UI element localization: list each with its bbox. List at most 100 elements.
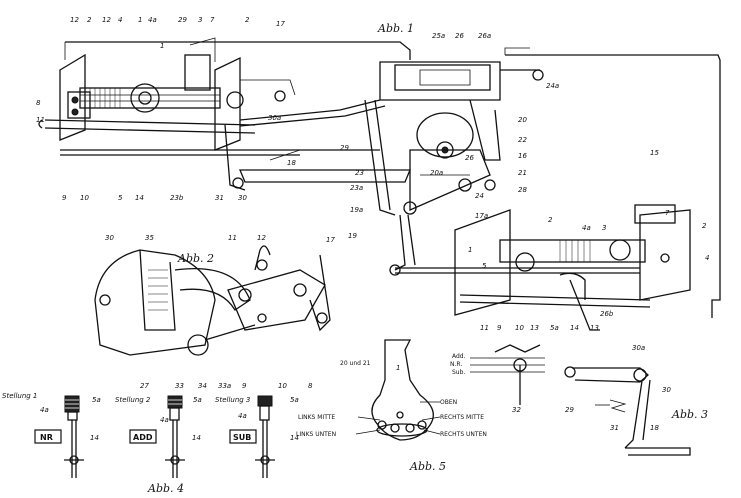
part-number-label: 7 [210, 16, 215, 24]
part-number-label: 27 [140, 382, 149, 390]
part-number-label: 14 [135, 194, 144, 202]
abb3-add-label: Add. [452, 353, 466, 360]
abb5-caption: Abb. 5 [409, 460, 446, 473]
abb4-position-1: Stellung 1 4a 5a 14 NR [2, 392, 101, 478]
abb3-sub-label: Sub. [452, 369, 465, 376]
part-number-label: 29 [340, 144, 349, 152]
part-number-label: 31 [215, 194, 224, 202]
part-number-label: 8 [308, 382, 313, 390]
figure-abb3: Add. N.R. Sub. 32 30a 30 29 31 18 Abb. 3 [450, 344, 708, 456]
part-number-label: 2 [548, 216, 553, 224]
figure-abb5: 20 und 21 1 OBEN LINKS MITTE RECHTS MITT… [296, 339, 487, 473]
part-number-label: 33a [218, 382, 231, 390]
figure-abb1: Abb. 1 12 2 12 4 1 4a 29 3 7 2 17 1 25a … [36, 16, 721, 332]
part-number-label: 5a [550, 324, 559, 332]
part-number-label: 5 [482, 262, 487, 270]
part-number-label: 30 [105, 234, 114, 242]
part-number-label: 2 [87, 16, 92, 24]
frame-plate-outline [505, 54, 721, 318]
part-number-label: 33 [175, 382, 184, 390]
part-number-label: 11 [36, 116, 45, 124]
part-number-label: 25a [432, 32, 445, 40]
part-number-label: 12 [102, 16, 111, 24]
abb3-nr-label: N.R. [450, 361, 462, 368]
part-number-label: 5 [118, 194, 123, 202]
part-number-label: 12 [257, 234, 266, 242]
abb4-box-sub [229, 429, 257, 444]
part-number-label: 35 [145, 234, 154, 242]
abb3-label-32: 32 [512, 406, 521, 414]
abb2-part-labels: 30 35 11 12 17 27 33 34 33a 9 10 8 [105, 234, 335, 390]
part-number-label: 5a [290, 396, 299, 404]
part-number-label: SUB [233, 433, 251, 442]
part-number-label: 14 [90, 434, 99, 442]
abb5-pos-rechts-mitte: RECHTS MITTE [440, 414, 484, 421]
part-number-label: 23a [350, 184, 363, 192]
part-number-label: 3 [198, 16, 202, 24]
part-number-label: 9 [497, 324, 502, 332]
abb4-position-3: Stellung 3 4a 5a 14 SUB [215, 395, 299, 478]
part-number-label: 13 [590, 324, 599, 332]
part-number-label: 8 [36, 99, 41, 107]
connecting-rod [239, 99, 381, 121]
part-number-label: 4a [40, 406, 49, 414]
part-number-label: 1 [138, 16, 142, 24]
part-number-label: 21 [518, 169, 527, 177]
part-number-label: 11 [228, 234, 237, 242]
part-number-label: 29 [565, 406, 574, 414]
part-number-label: 31 [610, 424, 619, 432]
abb4-position-2: Stellung 2 4a 5a 14 ADD [115, 395, 202, 478]
abb4-caption: Abb. 4 [147, 482, 184, 495]
top-bracket [65, 41, 411, 60]
abb1-part-labels: 12 2 12 4 1 4a 29 3 7 2 17 1 25a 26 26a … [36, 16, 709, 332]
abb3-caption: Abb. 3 [671, 408, 708, 421]
abb5-pos-rechts-unten: RECHTS UNTEN [440, 431, 487, 438]
part-number-label: 11 [480, 324, 489, 332]
part-number-label: 26 [465, 154, 474, 162]
part-number-label: 18 [650, 424, 659, 432]
part-number-label: 9 [62, 194, 67, 202]
abb4-box-add [129, 429, 157, 444]
abb5-marker: 1 [396, 364, 400, 372]
part-number-label: 4a [238, 412, 247, 420]
part-number-label: 18 [287, 159, 296, 167]
figure-abb4: Stellung 1 4a 5a 14 NR Stellung 2 4a 5a … [2, 392, 299, 495]
part-number-label: 26b [600, 310, 614, 318]
part-number-label: 3 [602, 224, 606, 232]
part-number-label: 17 [276, 20, 285, 28]
part-number-label: 5a [92, 396, 101, 404]
lower-right-assembly [389, 204, 691, 331]
part-number-label: 24 [475, 192, 484, 200]
abb5-pos-oben: OBEN [440, 399, 457, 406]
part-number-label: 29 [178, 16, 187, 24]
part-number-label: 14 [192, 434, 201, 442]
part-number-label: 26a [478, 32, 491, 40]
part-number-label: 19a [350, 206, 363, 214]
abb4-box-nr [34, 429, 62, 444]
left-carriage [38, 37, 411, 191]
part-number-label: 30 [238, 194, 247, 202]
part-number-label: 5a [193, 396, 202, 404]
part-number-label: 23 [355, 169, 364, 177]
part-number-label: 13 [530, 324, 539, 332]
part-number-label: 28 [518, 186, 527, 194]
abb2-caption: Abb. 2 [177, 252, 214, 265]
part-number-label: 10 [278, 382, 287, 390]
part-number-label: 23b [170, 194, 184, 202]
part-number-label: 30a [632, 344, 645, 352]
part-number-label: 20a [430, 169, 443, 177]
figure-abb2: Abb. 2 30 35 11 12 17 27 33 34 33a 9 10 … [94, 234, 335, 390]
part-number-label: 22 [518, 136, 527, 144]
part-number-label: ADD [133, 433, 153, 442]
part-number-label: 2 [245, 16, 250, 24]
part-number-label: 2 [702, 222, 707, 230]
part-number-label: 24a [546, 82, 559, 90]
part-number-label: 26 [455, 32, 464, 40]
part-number-label: 16 [518, 152, 527, 160]
part-number-label: 20 [518, 116, 527, 124]
part-number-label: 7 [665, 209, 670, 217]
part-number-label: 4 [705, 254, 709, 262]
part-number-label: 10 [515, 324, 524, 332]
part-number-label: 12 [70, 16, 79, 24]
